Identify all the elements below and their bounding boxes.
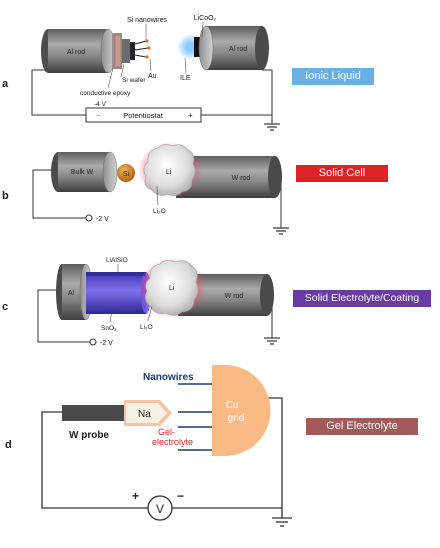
panel-b-letter: b <box>2 190 9 202</box>
al-label-c: Al <box>68 290 75 297</box>
voltage-label-b: -2 V <box>96 216 109 223</box>
conductive-epoxy-label: conductive epoxy <box>80 90 131 97</box>
li2o-leader-b <box>156 185 159 206</box>
sno2-leader <box>109 309 113 323</box>
ile-label: ILE <box>180 75 191 82</box>
panel-a-circuit-wire <box>31 69 273 124</box>
na-electrode <box>126 403 167 423</box>
si-wafer-label: Si wafer <box>122 77 146 84</box>
sno2-label: SnO₂ <box>101 325 117 332</box>
potentiostat-label: Potentiostat <box>123 111 164 120</box>
panel-c-letter: c <box>2 301 8 313</box>
licoo2-label: LiCoO₂ <box>194 15 217 22</box>
panel-d-circuit-wire <box>41 397 283 518</box>
w-rod-c-label: W rod <box>225 293 244 300</box>
licoo2-leader <box>201 21 204 38</box>
nanowires <box>178 383 212 451</box>
panel-b: b -2 V Bulk W Si W rod <box>2 142 289 235</box>
cu-grid-label-line2: grid <box>228 413 245 424</box>
panel-a: a - Potentiostat + -4 V Al rod <box>2 15 280 131</box>
tag-solid-electrolyte-coating: Solid Electrolyte/Coating <box>293 290 431 307</box>
panel-a-letter: a <box>2 78 9 90</box>
si-label: Si <box>123 171 130 178</box>
voltmeter-plus: + <box>132 489 139 503</box>
li2o-leader-c <box>147 305 153 322</box>
tag-solid-cell: Solid Cell <box>296 165 388 182</box>
panel-d: d V + − W probe Na Gel- electrolyte Cu g… <box>5 365 292 527</box>
gel-electrolyte-label-line1: Gel- <box>158 427 175 437</box>
si-wafer-leader <box>120 63 125 78</box>
si-nanowires-label: Si nanowires <box>127 17 168 24</box>
al-rod-left-label: Al rod <box>67 49 85 56</box>
au-leader <box>149 58 152 72</box>
potentiostat-minus: - <box>97 111 100 120</box>
ile-leader <box>184 57 187 74</box>
li-label-b: Li <box>166 169 172 176</box>
na-label: Na <box>138 409 151 420</box>
gel-electrolyte-label-line2: electrolyte <box>152 437 193 447</box>
cu-grid-label-line1: Cu <box>226 400 239 411</box>
w-rod-b-label: W rod <box>232 175 251 182</box>
ground-icon <box>264 123 280 131</box>
potentiostat-box <box>85 107 202 123</box>
voltmeter-minus: − <box>177 489 184 503</box>
al-rod-left: Al rod <box>41 28 116 74</box>
al-rod-right: Al rod <box>198 25 269 71</box>
conductive-epoxy-leader <box>107 67 114 89</box>
panel-c: c -2 V Al LiAlSiO SnO₂ <box>2 257 280 347</box>
panel-d-letter: d <box>5 439 12 451</box>
terminal-b <box>85 214 93 222</box>
li-particle-c <box>144 260 199 316</box>
li2o-label-c: Li₂O <box>140 324 153 331</box>
li-particle <box>143 144 196 196</box>
voltmeter-icon <box>147 495 173 521</box>
bulk-w-rod: Bulk W <box>51 151 118 193</box>
li2o-label-b: Li₂O <box>153 208 166 215</box>
au-label: Au <box>148 73 157 80</box>
nanowires-label: Nanowires <box>143 372 194 383</box>
voltage-label-a: -4 V <box>94 101 107 108</box>
cu-grid <box>212 365 271 456</box>
ground-icon <box>264 337 280 345</box>
voltage-label-c: -2 V <box>100 340 113 347</box>
tag-gel-electrolyte: Gel Electrolyte <box>306 418 418 435</box>
li-label-c: Li <box>169 285 175 292</box>
voltmeter-label: V <box>156 502 164 516</box>
w-probe <box>62 405 124 421</box>
lialsio-label: LiAlSiO <box>106 257 128 264</box>
potentiostat-plus: + <box>188 111 193 120</box>
ground-icon <box>273 227 289 235</box>
si-particle <box>117 164 135 182</box>
ground-icon <box>272 517 292 527</box>
terminal-c <box>89 338 97 346</box>
si-wafer-stack <box>112 33 151 69</box>
al-rod-right-label: Al rod <box>229 46 247 53</box>
tag-ionic-liquid: Ionic Liquid <box>292 68 374 85</box>
bulk-w-label: Bulk W <box>71 169 94 176</box>
w-probe-label: W probe <box>69 430 109 441</box>
